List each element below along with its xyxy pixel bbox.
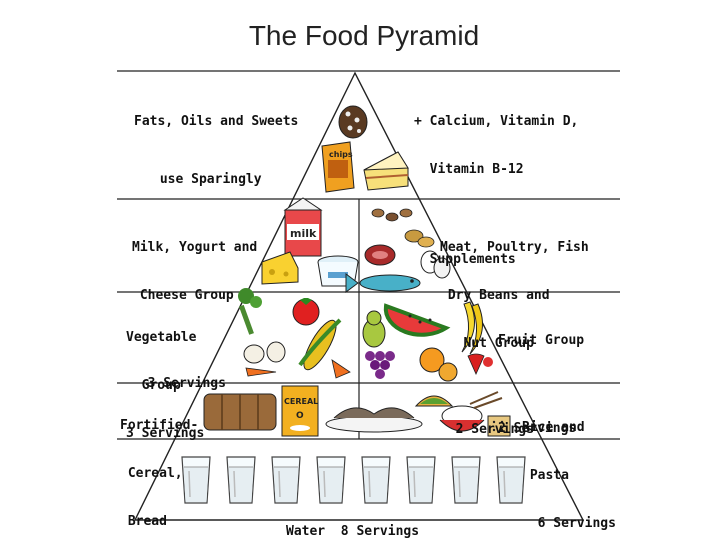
water-label: Water 8 Servings bbox=[286, 524, 420, 539]
rice-right-line-3: 6 Servings bbox=[522, 516, 616, 531]
page-title: The Food Pyramid bbox=[248, 20, 480, 51]
bread-loaf-icon bbox=[203, 393, 277, 431]
fish-icon bbox=[345, 273, 421, 293]
garlic-icon bbox=[243, 341, 286, 364]
fruit-right-line-3: 2 Servings bbox=[498, 421, 577, 436]
watermelon-icon bbox=[383, 303, 451, 337]
water-glass-icon bbox=[406, 456, 436, 504]
water-glass-icon bbox=[226, 456, 256, 504]
eggs-icon bbox=[420, 250, 451, 279]
fats-right-label: + Calcium, Vitamin D, Vitamin B-12 Suppl… bbox=[414, 82, 578, 284]
water-glass-icon bbox=[271, 456, 301, 504]
vegetable-left-line-1: Vegetable bbox=[126, 330, 197, 345]
vegetable-left-line-3: 3 Servings bbox=[126, 426, 205, 441]
fats-right-line-4: Supplements bbox=[414, 252, 516, 267]
rice-bowl-icon bbox=[439, 391, 503, 432]
water-glass-icon bbox=[496, 456, 526, 504]
corn-icon bbox=[298, 318, 342, 371]
chips-bag-icon: chips bbox=[321, 141, 355, 193]
cereal-left-line-3: Bread bbox=[120, 514, 167, 529]
taco-icon bbox=[414, 395, 454, 407]
milk-left-line-4: 3 Servings bbox=[132, 376, 226, 391]
cereal-label: CEREAL bbox=[284, 397, 318, 406]
rice-right-label: Rice and Pasta 6 Servings bbox=[522, 388, 616, 548]
cereal-left-label: Fortified- Cereal, Bread bbox=[120, 386, 198, 546]
rice-right-line-2: Pasta bbox=[522, 468, 569, 483]
cake-slice-icon bbox=[363, 151, 409, 191]
water-glass-icon bbox=[316, 456, 346, 504]
vegetable-left-line-2: Group bbox=[126, 378, 181, 393]
cheese-icon bbox=[261, 251, 299, 285]
orange-icon bbox=[419, 347, 458, 382]
nuts-icon bbox=[371, 208, 435, 248]
fruit-right-label: Fruit Group 2 Servings bbox=[498, 301, 584, 453]
water-glass-icon bbox=[451, 456, 481, 504]
fats-left-label: Fats, Oils and Sweets use Sparingly bbox=[134, 82, 298, 204]
broccoli-icon bbox=[238, 288, 262, 335]
cereal-o-label: O bbox=[296, 411, 304, 421]
milk-left-line-2: Cheese Group bbox=[132, 288, 234, 303]
fruit-right-line-1: Fruit Group bbox=[498, 333, 585, 348]
pasta-plate-icon bbox=[325, 407, 423, 433]
milk-left-line-1: Milk, Yogurt and bbox=[132, 240, 258, 255]
chips-label: chips bbox=[329, 150, 353, 159]
grapes-icon bbox=[365, 351, 395, 379]
fats-left-line-2: use Sparingly bbox=[152, 172, 262, 187]
cereal-left-line-2: Cereal, bbox=[120, 466, 183, 481]
carrots-icon bbox=[245, 359, 351, 379]
meat-right-line-1: Meat, Poultry, Fish bbox=[440, 240, 589, 255]
strawberry-icon bbox=[467, 353, 493, 375]
milk-left-label: Milk, Yogurt and Cheese Group 3 Servings bbox=[132, 208, 257, 408]
banana-icon bbox=[461, 301, 483, 355]
milk-label: milk bbox=[290, 227, 317, 240]
fats-right-line-2: Vitamin B-12 bbox=[414, 162, 524, 177]
water-glasses bbox=[181, 456, 526, 504]
pear-icon bbox=[362, 310, 386, 348]
milk-carton-icon: milk bbox=[283, 197, 323, 257]
meat-right-label: Meat, Poultry, Fish Dry Beans and Nut Gr… bbox=[440, 208, 589, 454]
fats-right-line-1: + Calcium, Vitamin D, bbox=[414, 114, 579, 129]
water-glass-icon bbox=[181, 456, 211, 504]
water-glass-icon bbox=[361, 456, 391, 504]
steak-icon bbox=[364, 244, 396, 266]
meat-right-line-5: 2 Servings bbox=[440, 422, 534, 437]
meat-right-line-2: Dry Beans and bbox=[440, 288, 550, 303]
tomato-icon bbox=[292, 298, 320, 326]
fats-left-line-1: Fats, Oils and Sweets bbox=[134, 114, 299, 129]
cereal-box-icon: CEREAL O bbox=[281, 385, 319, 437]
cereal-left-line-1: Fortified- bbox=[120, 418, 199, 433]
rice-right-line-1: Rice and bbox=[522, 420, 585, 435]
cookie-icon bbox=[338, 105, 368, 139]
vegetable-left-label: Vegetable Group 3 Servings bbox=[126, 298, 204, 458]
crackers-icon bbox=[487, 415, 511, 437]
meat-right-line-3: Nut Group bbox=[440, 336, 534, 351]
